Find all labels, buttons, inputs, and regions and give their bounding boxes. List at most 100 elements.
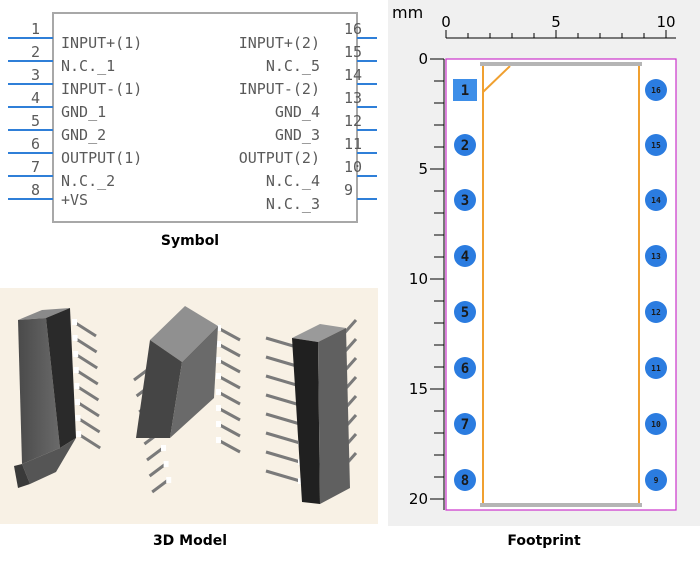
ic-lead [73, 320, 97, 338]
pad-label: 16 [651, 86, 661, 95]
pad-label: 11 [651, 364, 661, 373]
ic-lead-tab [74, 383, 80, 389]
left-pin-number: 2 [31, 43, 40, 61]
pad-label: 9 [654, 476, 659, 485]
right-pin-name: OUTPUT(2) [239, 149, 320, 167]
pad-right [645, 189, 667, 211]
pad-right [645, 301, 667, 323]
pad-label: 15 [651, 141, 661, 150]
pad-label: 3 [461, 193, 469, 209]
left-pin-name: GND_1 [61, 103, 106, 121]
model-caption: 3D Model [152, 533, 228, 549]
ic-lead [217, 326, 241, 342]
left-pin-name: INPUT-(1) [61, 80, 142, 98]
ic-lead-tab [216, 357, 221, 363]
right-pin-name: INPUT-(2) [239, 80, 320, 98]
right-pin-name: N.C._4 [266, 172, 320, 190]
pad-label: 14 [651, 196, 661, 205]
pad-label: 6 [461, 361, 469, 377]
ic-lead [74, 352, 99, 370]
ic-lead-tab [166, 477, 172, 483]
ic-lead [76, 400, 100, 418]
ic-3d-renders [14, 306, 358, 504]
pad-label: 1 [461, 83, 469, 99]
pad-left [454, 357, 476, 379]
footprint-caption: Footprint [507, 533, 581, 549]
ic-lead [217, 342, 241, 358]
y-tick-label: 5 [418, 160, 428, 178]
ic-lead-tab [76, 431, 82, 437]
ic-lead [217, 358, 241, 374]
ic-lead [146, 446, 164, 462]
symbol-body [52, 12, 358, 223]
left-pin-number: 7 [31, 158, 40, 176]
ic-lead [265, 393, 301, 407]
pad-label: 5 [461, 305, 469, 321]
right-pin-number: 10 [344, 158, 362, 176]
pad-left [454, 301, 476, 323]
left-pin-number: 6 [31, 135, 40, 153]
ic-lead [265, 374, 301, 388]
right-pin-name: N.C._5 [266, 57, 320, 75]
ic-lead-tab [216, 437, 221, 443]
pad-left [454, 245, 476, 267]
right-pin-number: 15 [344, 43, 362, 61]
ic-lead [75, 384, 100, 402]
pad-label: 12 [651, 308, 661, 317]
ic-lead-tab [216, 421, 221, 427]
ic-lead-tab [216, 325, 221, 331]
left-pin-name: INPUT+(1) [61, 34, 142, 52]
pad-left [454, 189, 476, 211]
left-pin-number: 8 [31, 181, 40, 199]
pad-right [645, 469, 667, 491]
ic-lead-tab [216, 341, 221, 347]
ic-lead-tab [72, 335, 78, 341]
ic-lead-tab [75, 415, 81, 421]
pad-right [645, 413, 667, 435]
y-tick-label: 0 [418, 50, 428, 68]
ic-lead [265, 431, 301, 445]
symbol-caption: Symbol [160, 233, 220, 249]
pad-label: 4 [461, 249, 469, 265]
schematic-symbol: 1INPUT+(1)2N.C._13INPUT-(1)4GND_15GND_26… [8, 12, 377, 223]
ic-lead [73, 336, 98, 354]
ic-lead-tab [72, 319, 77, 325]
left-pin-name: N.C._1 [61, 57, 115, 75]
pad-label: 10 [651, 420, 661, 429]
ic-lead [151, 478, 170, 494]
right-pin-name: N.C._3 [266, 195, 320, 213]
y-tick-label: 15 [409, 380, 428, 398]
ic-lead-tab [73, 367, 79, 373]
ic-lead [74, 368, 99, 386]
right-pin-name: GND_4 [275, 103, 320, 121]
ic-lead-tab [73, 351, 79, 357]
x-tick-label: 5 [551, 13, 561, 31]
right-pin-name: INPUT+(2) [239, 34, 320, 52]
ic-lead-tab [216, 373, 221, 379]
pad-1-square [453, 79, 477, 101]
pad-label: 13 [651, 252, 661, 261]
ic-lead [217, 390, 241, 406]
y-tick-label: 10 [409, 270, 428, 288]
ic-lead [76, 416, 101, 434]
pad-label: 8 [461, 473, 469, 489]
pad-label: 7 [461, 417, 469, 433]
ic-3d-view-middle [133, 306, 241, 494]
right-pin-number: 11 [344, 135, 362, 153]
ic-lead-tab [216, 389, 221, 395]
right-pin-number: 14 [344, 66, 362, 84]
left-pin-number: 5 [31, 112, 40, 130]
pad-right [645, 134, 667, 156]
unit-label: mm [392, 3, 423, 22]
footprint-board [446, 59, 676, 510]
pad-left [454, 413, 476, 435]
ic-lead-tab [298, 478, 303, 484]
ic-lead-tab [163, 461, 169, 467]
left-pin-number: 3 [31, 66, 40, 84]
